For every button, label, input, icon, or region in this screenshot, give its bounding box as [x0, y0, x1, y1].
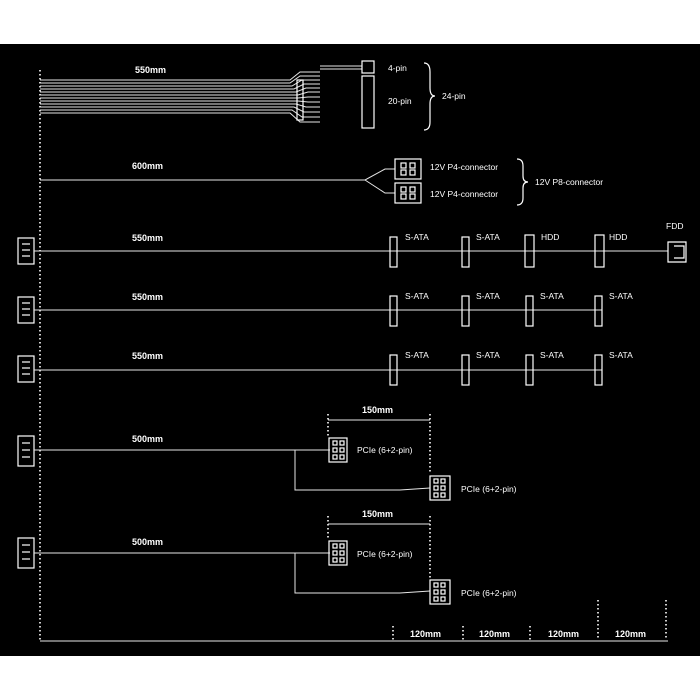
peripheral-cable-1-group: 550mm S-ATA S-ATA HDD HDD FDD [17, 221, 687, 268]
pcie-1-branch-wire [294, 450, 431, 491]
atx-20pin-label: 20-pin [388, 96, 412, 106]
pcie-1-psu-connector [17, 435, 35, 467]
pcie-2-length-label: 500mm [132, 537, 163, 547]
cpu-p4-label-b: 12V P4-connector [430, 189, 498, 199]
pcie-2-label-b: PCIe (6+2-pin) [461, 588, 517, 598]
peripheral-3-label-3: S-ATA [540, 350, 564, 360]
peripheral-3-length-label: 550mm [132, 351, 163, 361]
sata-connector [594, 295, 603, 327]
spacing-label-2: 120mm [479, 629, 510, 639]
cpu-p8-label: 12V P8-connector [535, 177, 603, 187]
peripheral-3-label-1: S-ATA [405, 350, 429, 360]
cpu-length-label: 600mm [132, 161, 163, 171]
peripheral-3-label-2: S-ATA [476, 350, 500, 360]
sata-connector [389, 236, 398, 268]
pcie-1-branch-length-label: 150mm [362, 405, 393, 415]
cpu-p4-label-a: 12V P4-connector [430, 162, 498, 172]
pcie-cable-2-group: 500mm 150mm PCIe (6+2-pin) PCIe (6+2-pin… [17, 509, 517, 605]
pcie-1-label-a: PCIe (6+2-pin) [357, 445, 413, 455]
spacing-ruler: 120mm 120mm 120mm 120mm [40, 600, 668, 642]
hdd-molex-connector [524, 234, 535, 268]
peripheral-2-psu-connector [17, 296, 35, 324]
peripheral-cable-3-group: 550mm S-ATA S-ATA S-ATA S-ATA [17, 350, 633, 386]
spacing-label-4: 120mm [615, 629, 646, 639]
pcie-2-branch-length-label: 150mm [362, 509, 393, 519]
sata-connector [525, 295, 534, 327]
pcie-1-connector-a [328, 437, 348, 463]
sata-connector [461, 295, 470, 327]
pcie-2-branch-wire [294, 553, 431, 594]
sata-connector [389, 354, 398, 386]
pcie-cable-1-group: 500mm 150mm PCIe (6+2-pin) PCIe (6+2-pin… [17, 405, 517, 501]
peripheral-3-label-4: S-ATA [609, 350, 633, 360]
hdd-molex-connector [594, 234, 605, 268]
sata-connector [461, 236, 470, 268]
cpu-p4-connector-b [394, 182, 422, 204]
peripheral-1-label-2: S-ATA [476, 232, 500, 242]
sata-connector [389, 295, 398, 327]
sata-connector [594, 354, 603, 386]
atx-cable-group: 550mm 4-pin 20-pin 24-pin [40, 60, 466, 131]
atx-length-label: 550mm [135, 65, 166, 75]
peripheral-1-label-5: FDD [666, 221, 683, 231]
pcie-1-length-label: 500mm [132, 434, 163, 444]
diagram-panel [0, 44, 700, 656]
spacing-label-3: 120mm [548, 629, 579, 639]
atx-4pin-label: 4-pin [388, 63, 407, 73]
peripheral-1-psu-connector [17, 237, 35, 265]
peripheral-2-label-2: S-ATA [476, 291, 500, 301]
fdd-connector [667, 241, 687, 263]
sata-connector [525, 354, 534, 386]
cpu-brace [516, 158, 529, 206]
peripheral-3-psu-connector [17, 355, 35, 383]
peripheral-1-label-1: S-ATA [405, 232, 429, 242]
peripheral-2-label-1: S-ATA [405, 291, 429, 301]
spacing-label-1: 120mm [410, 629, 441, 639]
pcie-2-psu-connector [17, 537, 35, 569]
peripheral-1-label-4: HDD [609, 232, 627, 242]
peripheral-cable-2-group: 550mm S-ATA S-ATA S-ATA S-ATA [17, 291, 633, 327]
atx-wire-bundle [40, 65, 362, 123]
pcie-2-label-a: PCIe (6+2-pin) [357, 549, 413, 559]
sata-connector [461, 354, 470, 386]
peripheral-1-label-3: HDD [541, 232, 559, 242]
cpu-wire-b [364, 179, 395, 194]
cpu-cable-group: 600mm 12V P4-connector 12V P4-connector … [40, 158, 603, 206]
pcie-1-connector-b [429, 475, 451, 501]
atx-20pin-connector [361, 75, 375, 129]
atx-cable-sleeve [296, 79, 304, 121]
peripheral-1-length-label: 550mm [132, 233, 163, 243]
pcie-1-label-b: PCIe (6+2-pin) [461, 484, 517, 494]
cpu-p4-connector-a [394, 158, 422, 180]
peripheral-2-length-label: 550mm [132, 292, 163, 302]
atx-brace [423, 62, 436, 131]
atx-4pin-connector [361, 60, 375, 74]
atx-24pin-label: 24-pin [442, 91, 466, 101]
peripheral-2-label-3: S-ATA [540, 291, 564, 301]
peripheral-2-label-4: S-ATA [609, 291, 633, 301]
pcie-2-connector-a [328, 540, 348, 566]
pcie-2-connector-b [429, 579, 451, 605]
cpu-wire-a [40, 168, 395, 181]
